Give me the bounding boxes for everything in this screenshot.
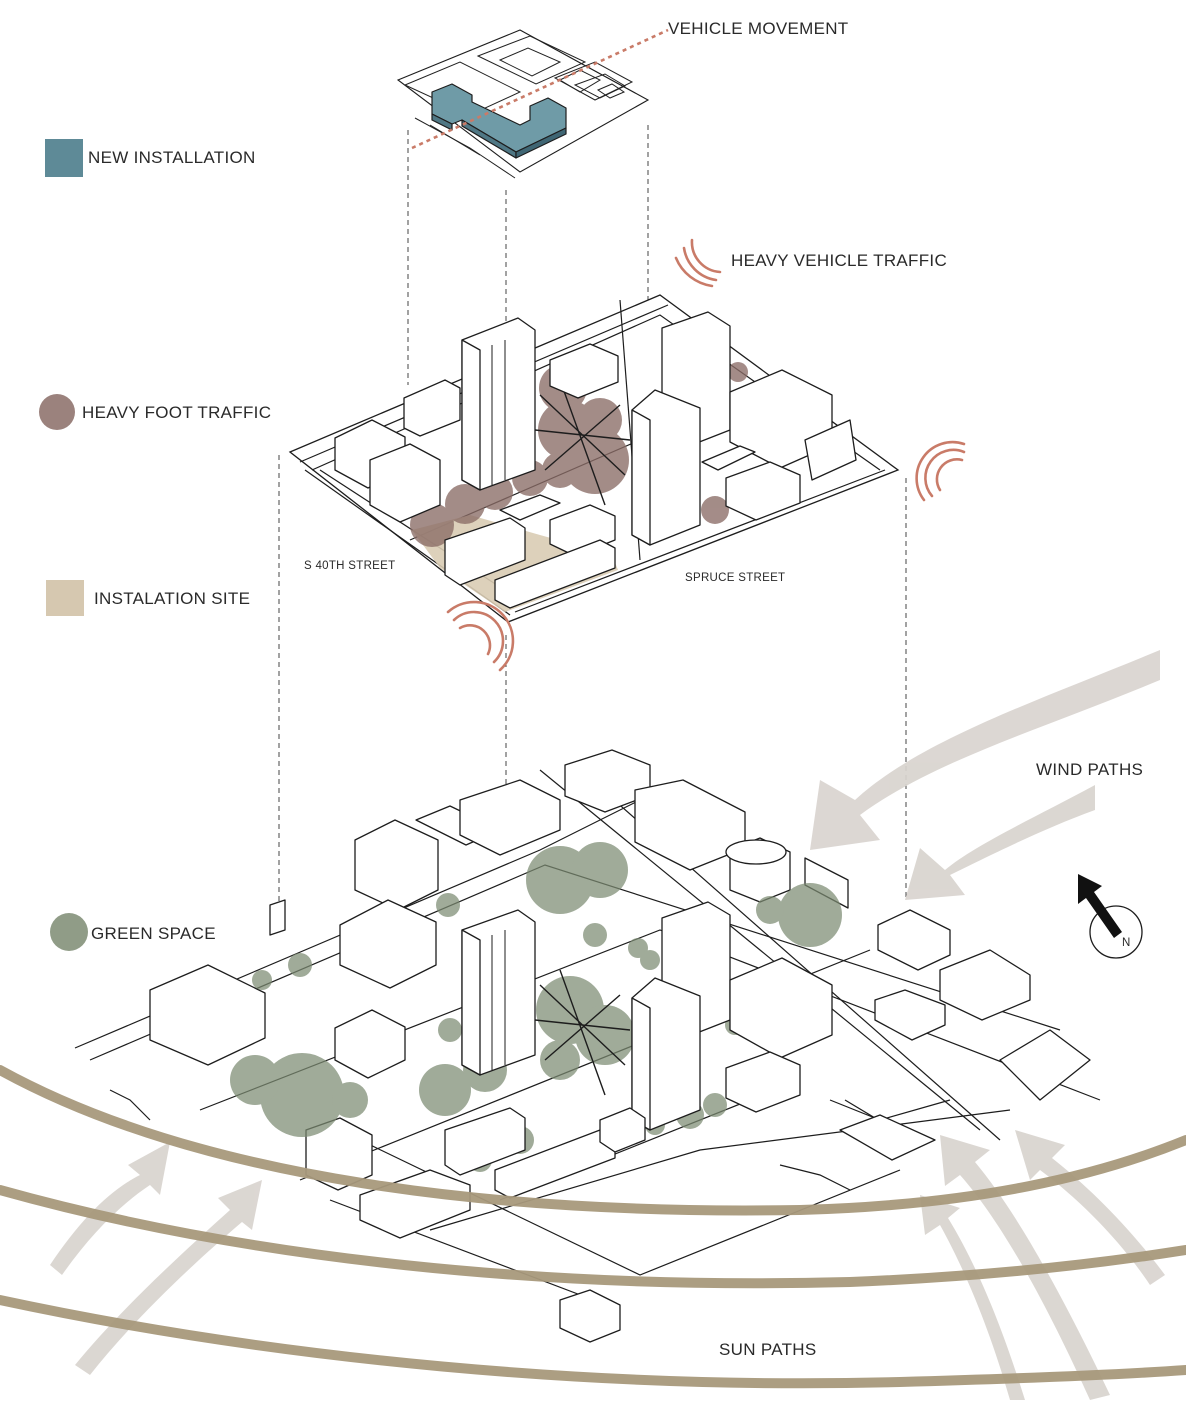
legend-label-installation-site: INSTALATION SITE: [94, 589, 250, 608]
legend-swatch-installation-site: [46, 580, 84, 616]
label-street-west: S 40TH STREET: [304, 560, 395, 572]
legend-label-foot-traffic: HEAVY FOOT TRAFFIC: [82, 403, 271, 422]
legend-label-new-installation: NEW INSTALLATION: [88, 148, 256, 167]
label-vehicle-movement: VEHICLE MOVEMENT: [668, 19, 849, 38]
compass-letter: N: [1122, 937, 1131, 949]
legend-swatch-new-installation: [45, 139, 83, 177]
label-sun-paths: SUN PATHS: [719, 1340, 816, 1359]
compass: N: [1078, 874, 1143, 959]
analysis-layer: [288, 238, 966, 672]
installation-layer-parcel: [396, 29, 650, 173]
annotations: VEHICLE MOVEMENT HEAVY VEHICLE TRAFFIC S…: [304, 19, 1143, 1359]
label-street-south: SPRUCE STREET: [685, 572, 785, 584]
label-heavy-vehicle-traffic: HEAVY VEHICLE TRAFFIC: [731, 251, 947, 270]
vehicle-traffic-marker-e: [915, 440, 966, 502]
new-installation-building: [431, 83, 567, 159]
middle-low-blocks: [334, 343, 857, 609]
vehicle-movement-line: [411, 28, 669, 150]
middle-towers: [461, 311, 731, 546]
context-buildings: [149, 749, 1091, 1343]
installation-layer: [396, 28, 669, 179]
legend-label-green-space: GREEN SPACE: [91, 924, 216, 943]
legend: NEW INSTALLATION HEAVY FOOT TRAFFIC INST…: [39, 139, 271, 951]
context-layer: [74, 749, 1101, 1343]
label-wind-paths: WIND PATHS: [1036, 760, 1143, 779]
vehicle-traffic-markers: [446, 238, 966, 672]
north-arrow-icon: [1078, 874, 1122, 938]
vehicle-traffic-marker-sw: [446, 600, 515, 672]
context-towers: [334, 901, 833, 1199]
vehicle-traffic-marker-ne: [674, 238, 722, 288]
sun-paths: [0, 1065, 1186, 1389]
projection-lines: [278, 125, 907, 905]
legend-swatch-green-space: [50, 913, 88, 951]
legend-swatch-foot-traffic: [39, 394, 75, 430]
